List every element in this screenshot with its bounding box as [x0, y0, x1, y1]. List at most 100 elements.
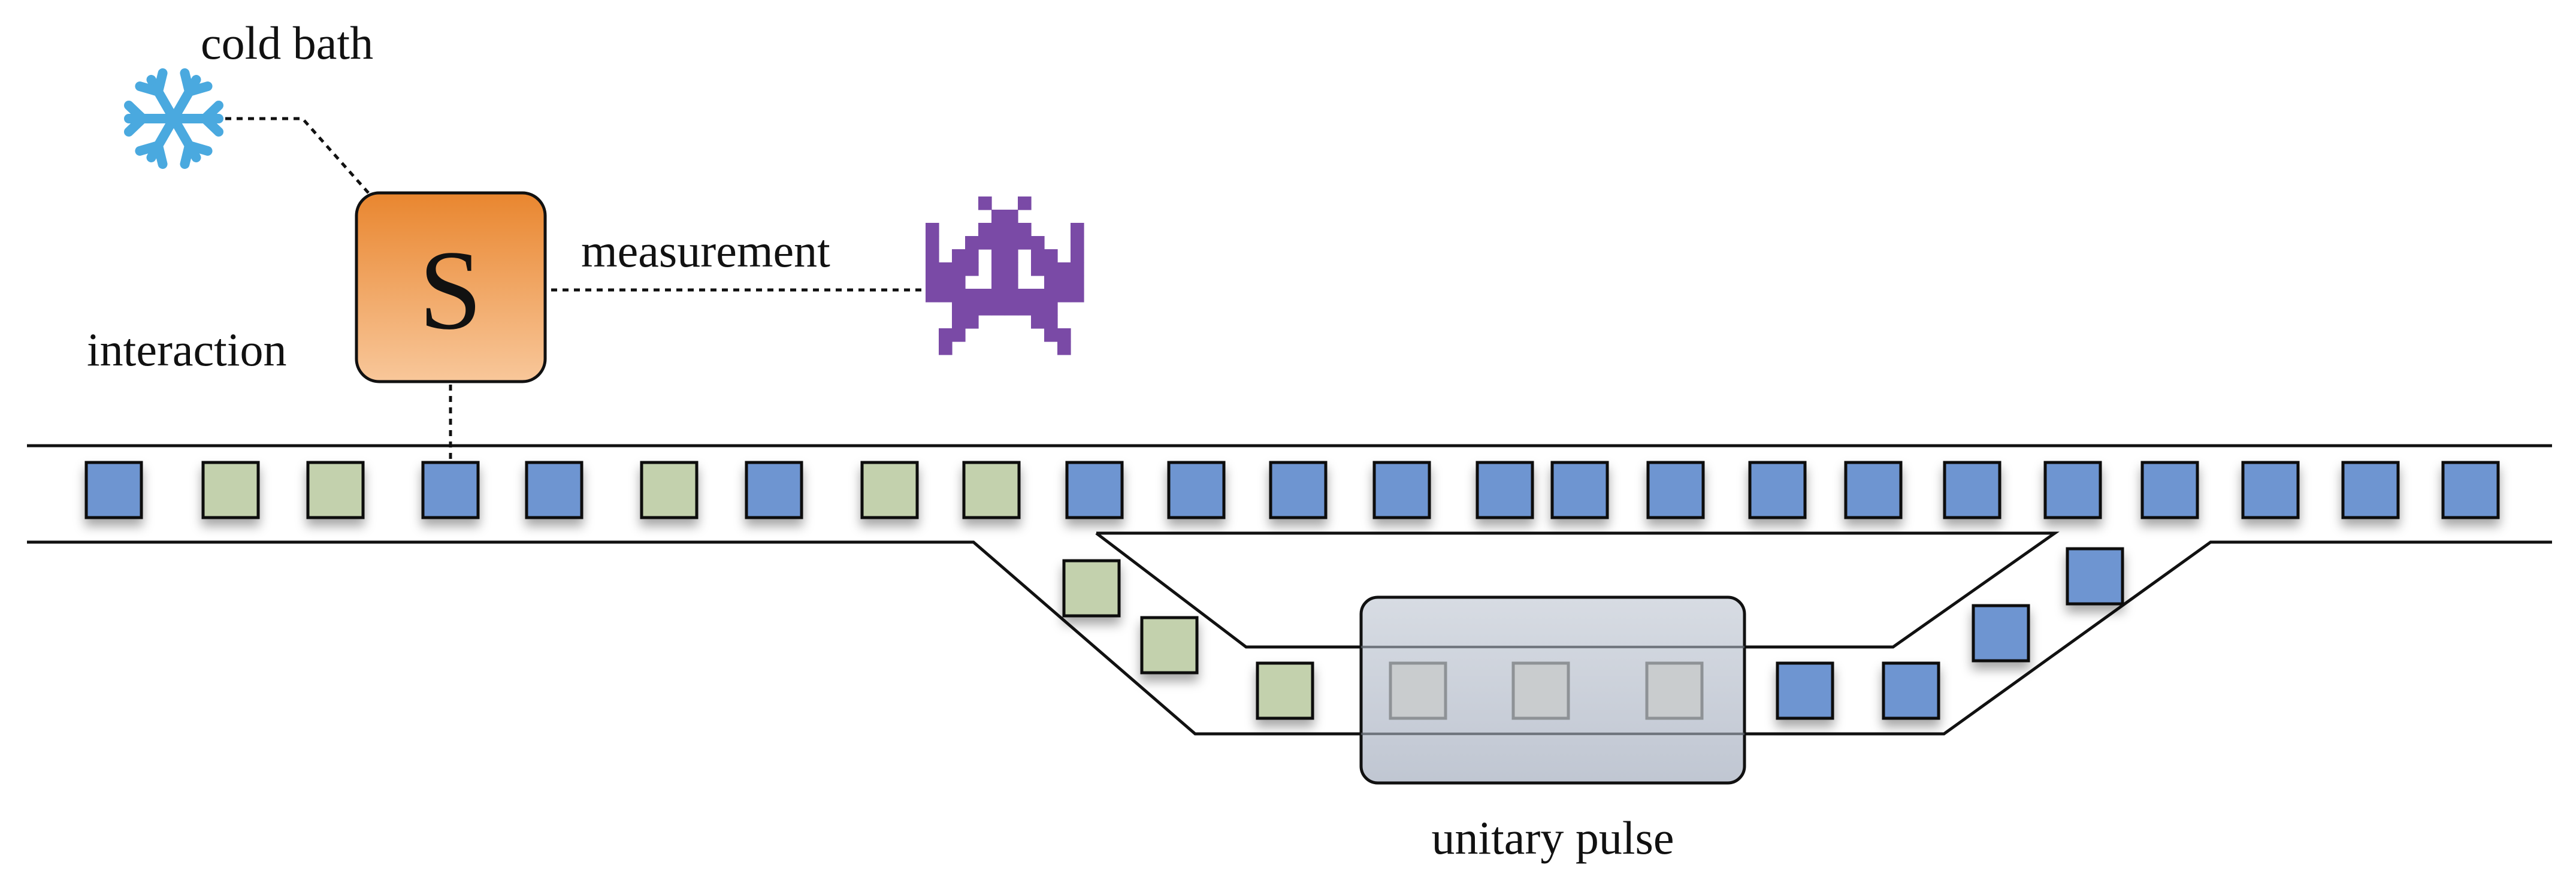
- invader-pixel: [1018, 302, 1032, 316]
- invader-pixel: [952, 328, 966, 342]
- tape-cell-top-blue: [1476, 461, 1534, 519]
- tape-cell-top-blue: [1269, 461, 1328, 519]
- invader-pixel: [1071, 289, 1084, 303]
- invader-pixel: [991, 210, 1005, 223]
- invader-pixel: [978, 223, 992, 237]
- invader-pixel: [939, 328, 953, 342]
- invader-pixel: [926, 236, 939, 250]
- invader-pixel: [939, 341, 953, 355]
- invader-pixel: [1005, 223, 1018, 237]
- invader-pixel: [1005, 236, 1018, 250]
- tape-cell-lower-ghost: [1389, 661, 1447, 720]
- system-box-frame: [355, 191, 547, 383]
- invader-pixel: [1005, 210, 1018, 223]
- invader-pixel: [1071, 276, 1084, 289]
- invader-pixel: [952, 315, 966, 329]
- invader-pixel: [1005, 249, 1018, 263]
- invader-pixel: [1071, 262, 1084, 276]
- invader-pixel: [1018, 236, 1032, 250]
- invader-pixel: [1071, 223, 1084, 237]
- tape-cell-lower-blue: [1882, 661, 1940, 720]
- invader-pixel: [1044, 315, 1058, 329]
- tape-cell-lower-ghost: [1511, 661, 1570, 720]
- bath-connector: [180, 117, 370, 194]
- invader-pixel: [965, 249, 979, 263]
- invader-pixel: [1031, 315, 1045, 329]
- tape-cell-lower-green: [1140, 616, 1199, 675]
- tape-cell-top-blue: [2043, 461, 2102, 519]
- system-label: S: [419, 228, 482, 353]
- tape-cell-top-green: [860, 461, 919, 519]
- invader-pixel: [939, 276, 953, 289]
- tape-cell-top-blue: [1372, 461, 1431, 519]
- invader-pixel: [926, 223, 939, 237]
- invader-pixel: [939, 262, 953, 276]
- tape-cell-lower-green: [1062, 559, 1121, 618]
- tape-cell-top-blue: [84, 461, 143, 519]
- tape-lower-path: [1062, 547, 2124, 720]
- tape-cell-lower-blue: [1972, 604, 2030, 663]
- snowflake-icon: [124, 68, 223, 169]
- tape-cell-top-green: [640, 461, 699, 519]
- invader-pixel: [991, 302, 1005, 316]
- invader-pixel: [965, 302, 979, 316]
- invader-pixel: [952, 249, 966, 263]
- invader-pixel: [1057, 289, 1071, 303]
- tape-cell-top-blue: [2241, 461, 2300, 519]
- invader-pixel: [1005, 276, 1018, 289]
- invader-pixel: [952, 289, 966, 303]
- invader-pixel: [1071, 236, 1084, 250]
- tape-cell-top-green: [201, 461, 260, 519]
- connectors: [180, 117, 926, 462]
- invader-pixel: [965, 289, 979, 303]
- invader-pixel: [991, 262, 1005, 276]
- invader-pixel: [1044, 249, 1058, 263]
- system-box: S: [355, 191, 547, 383]
- invader-pixel: [1044, 289, 1058, 303]
- invader-pixel: [1018, 223, 1032, 237]
- tape-cell-lower-green: [1256, 661, 1314, 720]
- invader-pixel: [1057, 262, 1071, 276]
- invader-pixel: [939, 289, 953, 303]
- invader-pixel: [991, 249, 1005, 263]
- measurement-label: measurement: [581, 225, 830, 277]
- tape-cell-top-blue: [525, 461, 583, 519]
- tape-cell-top-blue: [1646, 461, 1705, 519]
- tape-cell-top-blue: [1550, 461, 1609, 519]
- tape-cell-top-blue: [2140, 461, 2199, 519]
- interaction-label: interaction: [87, 323, 287, 376]
- tape-cell-top-blue: [2341, 461, 2400, 519]
- invader-pixel: [1057, 328, 1071, 342]
- invader-pixel: [965, 236, 979, 250]
- branch-inner: [1095, 531, 2060, 649]
- invader-pixel: [1018, 289, 1032, 303]
- tape-cell-top-blue: [1167, 461, 1226, 519]
- invader-pixel: [978, 236, 992, 250]
- tape-cell-top-blue: [421, 461, 480, 519]
- invader-pixel: [1005, 289, 1018, 303]
- invader-pixel: [1044, 302, 1058, 316]
- tape-cell-top-blue: [1943, 461, 2001, 519]
- invader-pixel: [991, 236, 1005, 250]
- invader-pixel: [1044, 276, 1058, 289]
- tape-cell-lower-ghost: [1645, 661, 1704, 720]
- invader-pixel: [1031, 249, 1045, 263]
- tape-cell-lower-blue: [2066, 547, 2124, 606]
- invader-pixel: [1005, 302, 1018, 316]
- invader-pixel: [1044, 262, 1058, 276]
- invader-pixel: [965, 262, 979, 276]
- tape-cell-lower-blue: [1776, 661, 1834, 720]
- invader-pixel: [1005, 262, 1018, 276]
- invader-pixel: [978, 302, 992, 316]
- invader-pixel: [926, 249, 939, 263]
- invader-pixel: [1044, 328, 1058, 342]
- invader-pixel: [952, 276, 966, 289]
- unitary-pulse-label: unitary pulse: [1431, 812, 1674, 864]
- invader-pixel: [952, 302, 966, 316]
- tape-cell-top-green: [306, 461, 365, 519]
- invader-pixel: [1031, 236, 1045, 250]
- invader-pixel: [1057, 276, 1071, 289]
- invader-pixel: [1071, 249, 1084, 263]
- space-invader-icon: [926, 196, 1084, 355]
